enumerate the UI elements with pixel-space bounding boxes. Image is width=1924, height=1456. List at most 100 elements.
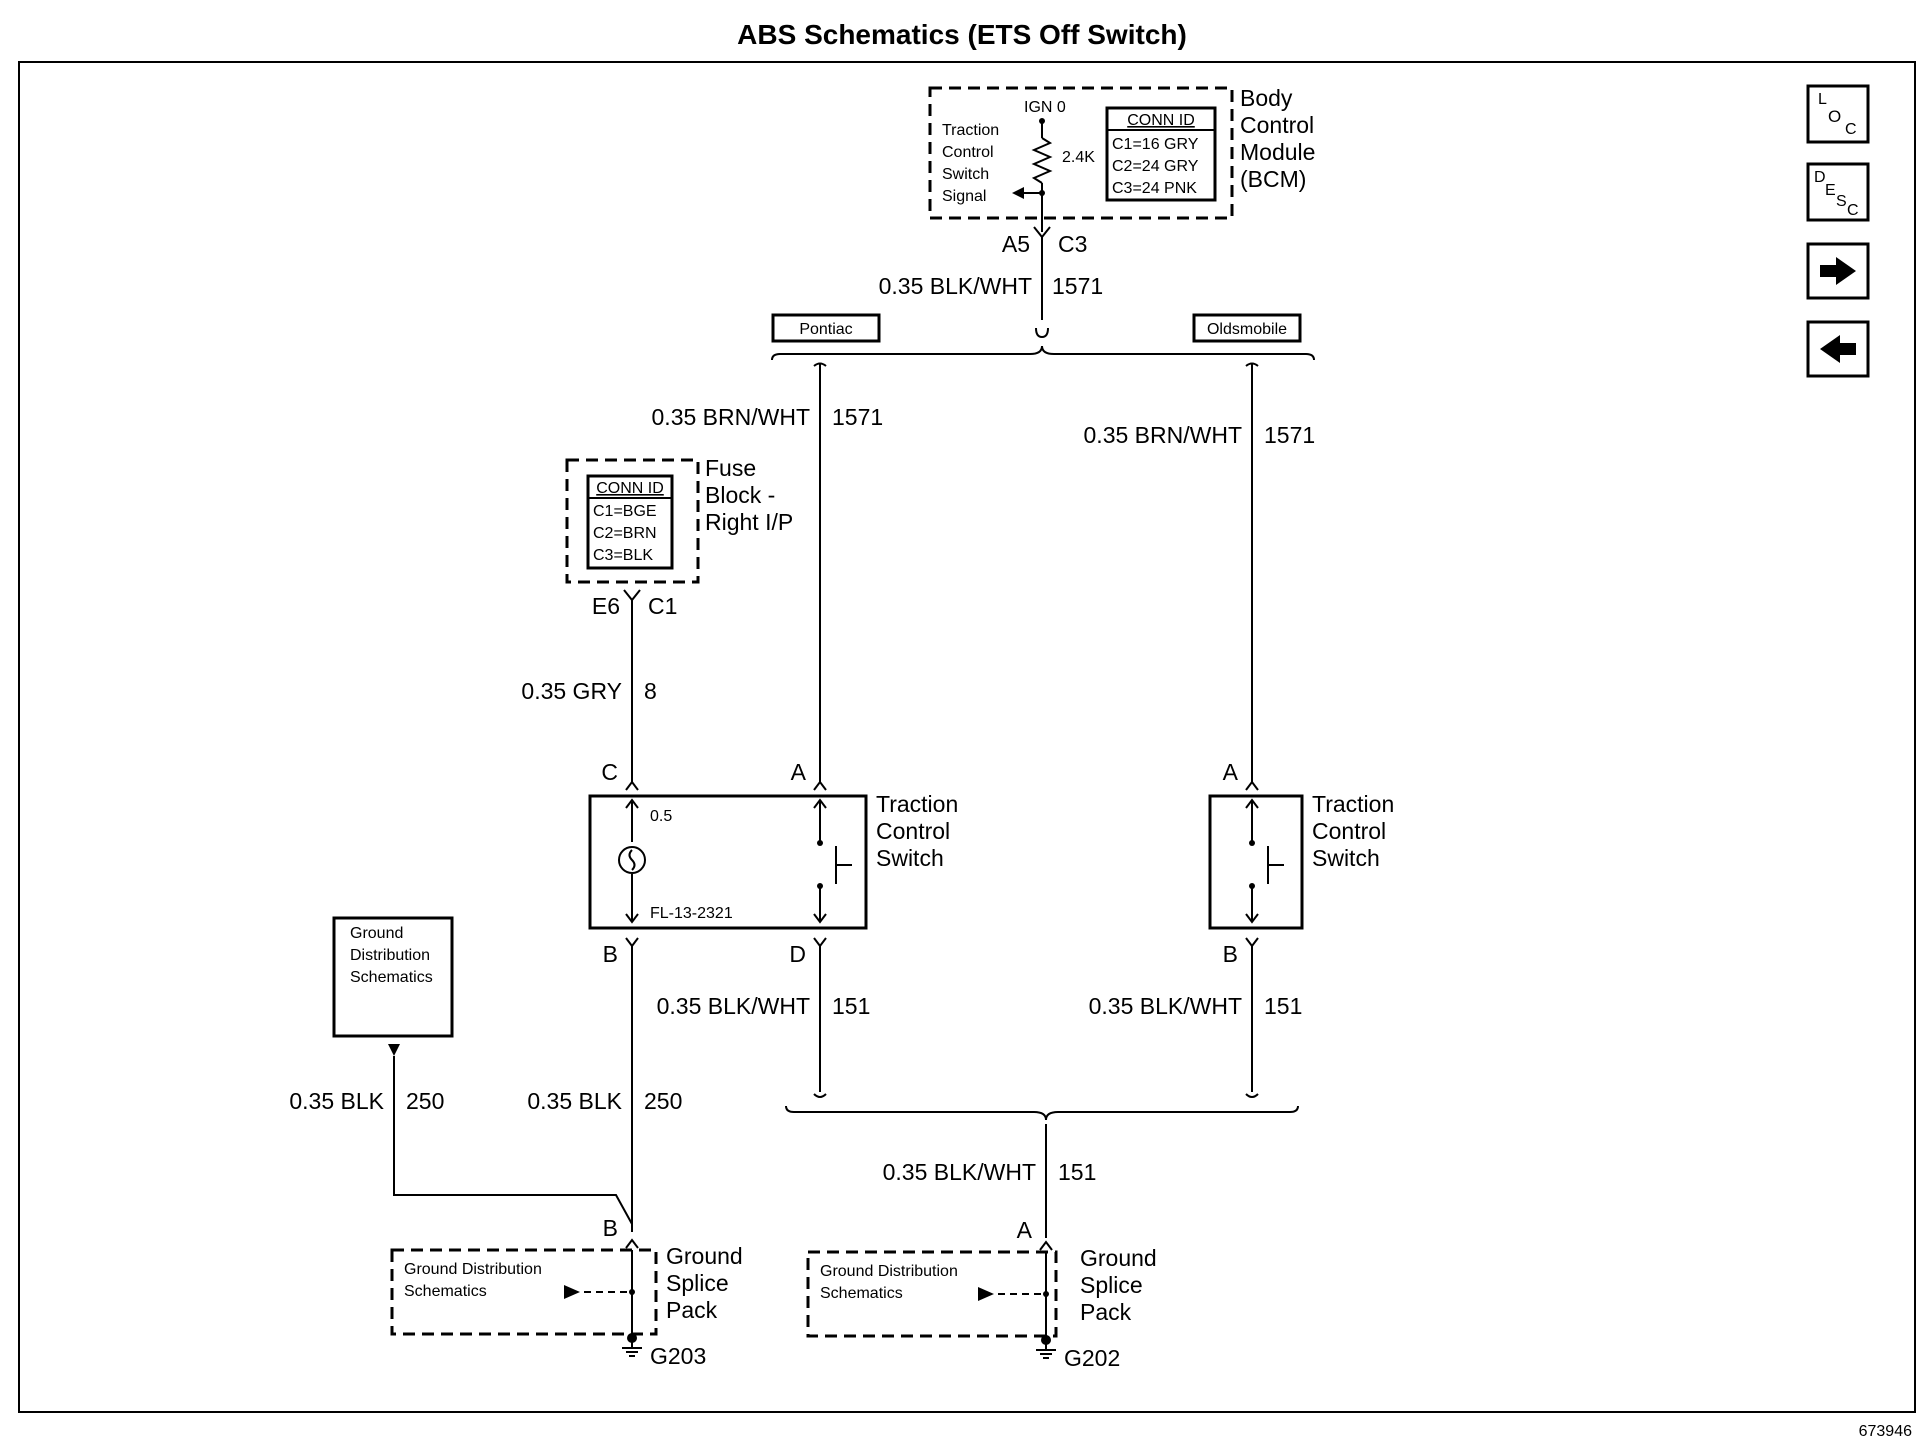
switch-part-number: FL-13-2321 xyxy=(650,905,733,922)
bcm-signal-line-4: Signal xyxy=(942,188,986,205)
pontiac-variant-tag: Pontiac xyxy=(771,313,881,343)
loc-button[interactable]: L O C xyxy=(1806,84,1870,144)
ground-dist-line-1: Ground xyxy=(350,925,403,942)
arrow-left-icon xyxy=(1820,335,1856,363)
splice-left-pin: B xyxy=(603,1215,618,1241)
oldsmobile-variant-label: Oldsmobile xyxy=(1207,321,1287,338)
ground-dist-line-2: Distribution xyxy=(350,947,430,964)
pontiac-switch-name-3: Switch xyxy=(876,845,944,871)
diagram-frame xyxy=(18,61,1916,1413)
ground-dist-line-3: Schematics xyxy=(350,969,433,986)
splice-right-ref-1: Ground Distribution xyxy=(820,1263,958,1280)
bcm-name-line-1: Body xyxy=(1240,85,1293,111)
pontiac-250-circuit: 250 xyxy=(644,1088,682,1114)
pontiac-pin-c: C xyxy=(601,759,618,785)
bcm-signal-line-1: Traction xyxy=(942,122,999,139)
olds-pin-b: B xyxy=(1223,941,1238,967)
pontiac-traction-switch: C A Traction Control Switch 0.5 FL-13-23… xyxy=(588,759,958,967)
bcm-signal-line-2: Control xyxy=(942,144,994,161)
bcm-module: Body Control Module (BCM) Traction Contr… xyxy=(928,85,1315,232)
fuse-conn-label: C1 xyxy=(648,593,677,619)
bcm-conn-id-row-2: C2=24 GRY xyxy=(1112,158,1199,175)
fuse-conn-id-header: CONN ID xyxy=(596,480,664,497)
pontiac-pin-a: A xyxy=(791,759,807,785)
fuse-name-line-1: Fuse xyxy=(705,455,756,481)
splice-right-ref-arrow-icon xyxy=(978,1287,994,1301)
ground-distribution-link[interactable]: Ground Distribution Schematics xyxy=(332,916,454,1038)
olds-1571-gauge: 0.35 BRN/WHT xyxy=(1084,422,1242,448)
pontiac-151-circuit: 151 xyxy=(832,993,870,1019)
bcm-name-line-3: Module xyxy=(1240,139,1315,165)
olds-pin-a: A xyxy=(1223,759,1239,785)
document-number: 673946 xyxy=(1859,1423,1912,1440)
resistor-icon xyxy=(1031,137,1053,184)
ground-icon xyxy=(1036,1349,1056,1359)
fuse-conn-id-row-3: C3=BLK xyxy=(593,547,653,564)
back-button[interactable] xyxy=(1806,320,1870,378)
bcm-conn-label: C3 xyxy=(1058,231,1087,257)
bcm-signal-line-3: Switch xyxy=(942,166,989,183)
pontiac-pin-b: B xyxy=(603,941,618,967)
g202-wire-circuit: 151 xyxy=(1058,1159,1096,1185)
fuse-pin-label: E6 xyxy=(592,593,620,619)
desc-letter-d: D xyxy=(1814,169,1826,186)
splice-left-ref-arrow-icon xyxy=(564,1285,580,1299)
bcm-resistor-value: 2.4K xyxy=(1062,149,1095,166)
olds-switch-name-2: Control xyxy=(1312,818,1386,844)
signal-junction xyxy=(1039,190,1045,196)
loc-letter-l: L xyxy=(1818,91,1827,108)
pontiac-pin-d: D xyxy=(789,941,806,967)
olds-traction-switch: A Traction Control Switch B xyxy=(1208,759,1394,967)
fuse-name-line-3: Right I/P xyxy=(705,509,793,535)
splice-right-pin: A xyxy=(1017,1217,1033,1243)
fuse-connector: E6 C1 xyxy=(592,589,677,619)
ground-splice-pack-left: B Ground Distribution Schematics Ground … xyxy=(390,1215,743,1369)
fuse-name-line-2: Block - xyxy=(705,482,775,508)
ground-dist-250-circuit: 250 xyxy=(406,1088,444,1114)
desc-letter-e: E xyxy=(1825,182,1836,199)
splice-left-name-1: Ground xyxy=(666,1243,743,1269)
olds-151-gauge: 0.35 BLK/WHT xyxy=(1089,993,1242,1019)
gry-wire-gauge: 0.35 GRY xyxy=(521,678,622,704)
loc-letter-c: C xyxy=(1845,121,1857,138)
bcm-conn-id-row-3: C3=24 PNK xyxy=(1112,180,1197,197)
arrow-right-icon xyxy=(1820,257,1856,285)
pontiac-1571-gauge: 0.35 BRN/WHT xyxy=(652,404,810,430)
pontiac-151-gauge: 0.35 BLK/WHT xyxy=(657,993,810,1019)
fuse-conn-id-row-2: C2=BRN xyxy=(593,525,657,542)
next-button[interactable] xyxy=(1806,242,1870,300)
bcm-wire-circuit: 1571 xyxy=(1052,273,1103,299)
splice-left-name-3: Pack xyxy=(666,1297,718,1323)
pontiac-1571-circuit: 1571 xyxy=(832,404,883,430)
g202-wire-gauge: 0.35 BLK/WHT xyxy=(883,1159,1036,1185)
splice-left-name-2: Splice xyxy=(666,1270,729,1296)
signal-arrow-icon xyxy=(1012,187,1024,199)
lamp-rating: 0.5 xyxy=(650,808,672,825)
bcm-conn-id-header: CONN ID xyxy=(1127,112,1195,129)
ground-dist-arrow-icon xyxy=(388,1044,400,1056)
splice-right-name-1: Ground xyxy=(1080,1245,1157,1271)
bcm-pin-label: A5 xyxy=(1002,231,1030,257)
desc-button[interactable]: D E S C xyxy=(1806,162,1870,222)
desc-letter-s: S xyxy=(1836,193,1847,210)
bcm-name-line-2: Control xyxy=(1240,112,1314,138)
fuse-conn-id-table: CONN ID C1=BGE C2=BRN C3=BLK xyxy=(586,474,674,570)
loc-letter-o: O xyxy=(1828,107,1841,126)
bulb-icon xyxy=(618,846,646,874)
bcm-conn-id-row-1: C1=16 GRY xyxy=(1112,136,1199,153)
gry-wire-circuit: 8 xyxy=(644,678,657,704)
bcm-name-line-4: (BCM) xyxy=(1240,166,1306,192)
ground-splice-pack-right: A Ground Distribution Schematics Ground … xyxy=(806,1217,1157,1371)
olds-151-circuit: 151 xyxy=(1264,993,1302,1019)
splice-left-ref-1: Ground Distribution xyxy=(404,1261,542,1278)
pontiac-variant-label: Pontiac xyxy=(799,321,852,338)
pontiac-250-gauge: 0.35 BLK xyxy=(527,1088,622,1114)
splice-right-name-3: Pack xyxy=(1080,1299,1132,1325)
ground-dist-250-gauge: 0.35 BLK xyxy=(289,1088,384,1114)
splice-right-name-2: Splice xyxy=(1080,1272,1143,1298)
pontiac-switch-name-1: Traction xyxy=(876,791,958,817)
splice-left-ref-2: Schematics xyxy=(404,1283,487,1300)
ground-brace xyxy=(785,1105,1299,1121)
splice-right-ref-2: Schematics xyxy=(820,1285,903,1302)
